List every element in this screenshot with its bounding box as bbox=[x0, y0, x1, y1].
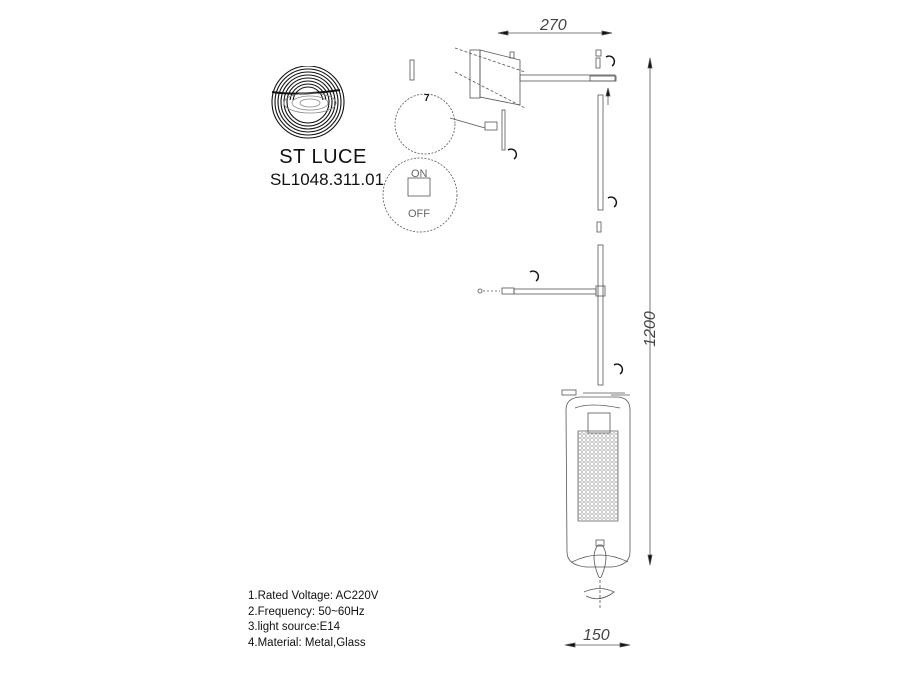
mesh-shade-icon bbox=[578, 431, 618, 521]
dimension-height: 1200 bbox=[641, 311, 659, 347]
specifications-list: 1.Rated Voltage: AC220V 2.Frequency: 50~… bbox=[248, 589, 378, 651]
switch-on-label: ON bbox=[411, 168, 428, 180]
model-number: SL1048.311.01 bbox=[269, 170, 385, 189]
spec-frequency: 2.Frequency: 50~60Hz bbox=[248, 605, 365, 618]
st-luce-logo-icon bbox=[271, 66, 345, 139]
dimension-diameter: 150 bbox=[583, 627, 610, 644]
spec-voltage: 1.Rated Voltage: AC220V bbox=[248, 590, 379, 602]
rotate-icon bbox=[507, 148, 518, 160]
rotate-icon bbox=[607, 196, 618, 208]
wiring-step-label: 7 bbox=[424, 93, 430, 104]
rotate-icon bbox=[529, 270, 540, 282]
rotate-icon bbox=[613, 363, 624, 375]
spec-light-source: 3.light source:E14 bbox=[248, 621, 341, 633]
spec-material: 4.Material: Metal,Glass bbox=[248, 636, 366, 649]
switch-off-label: OFF bbox=[408, 208, 430, 220]
rotate-icon bbox=[605, 55, 616, 67]
brand-name: ST LUCE bbox=[279, 146, 367, 168]
dimension-width: 270 bbox=[540, 17, 567, 34]
